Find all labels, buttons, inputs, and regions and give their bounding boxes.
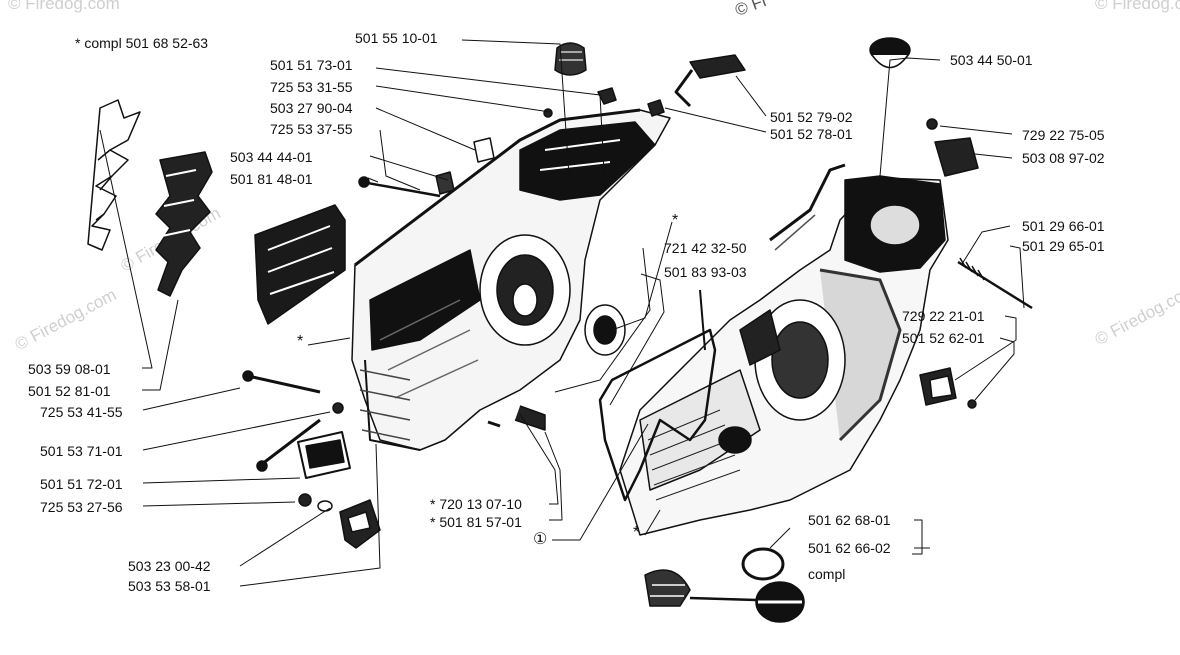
nut-small <box>543 87 665 118</box>
part-label: 501 52 81-01 <box>28 383 111 399</box>
part-label: 501 52 79-02 <box>770 109 853 125</box>
part-label: 501 29 66-01 <box>1022 218 1105 234</box>
assembly-note: * compl 501 68 52-63 <box>75 35 209 51</box>
mount-bracket <box>339 499 381 549</box>
chain-guard-plate-outline <box>87 99 141 251</box>
oil-cap <box>554 42 587 76</box>
part-label: 503 53 58-01 <box>128 578 211 594</box>
part-label: 503 44 50-01 <box>950 52 1033 68</box>
crankcase-right-half <box>619 175 949 536</box>
watermark: © Firedog.com <box>1095 0 1180 13</box>
switch-bracket <box>934 137 979 177</box>
part-label: 721 42 32-50 <box>664 240 747 256</box>
part-label: 501 51 73-01 <box>270 57 353 73</box>
part-label: 503 44 44-01 <box>230 149 313 165</box>
small-screw <box>926 118 938 130</box>
leader-lines <box>99 39 1025 587</box>
part-label: 503 23 00-42 <box>128 558 211 574</box>
plug-small <box>487 405 546 431</box>
crankcase-left-half <box>351 108 671 451</box>
seal-ring <box>741 547 785 581</box>
part-label: 501 83 93-03 <box>664 264 747 280</box>
asterisk-marker: * <box>672 212 679 229</box>
asterisk-marker: * <box>633 524 640 541</box>
part-label: 501 62 66-02 <box>808 540 891 556</box>
part-label: * 501 81 57-01 <box>430 514 522 530</box>
part-label: 501 52 62-01 <box>902 330 985 346</box>
part-label: 725 53 31-55 <box>270 79 353 95</box>
asterisk-marker: * <box>297 333 304 350</box>
part-label: 501 55 10-01 <box>355 30 438 46</box>
part-label: 501 53 71-01 <box>40 443 123 459</box>
filter-cover <box>644 569 805 623</box>
part-label: 501 51 72-01 <box>40 476 123 492</box>
part-label: 501 81 48-01 <box>230 171 313 187</box>
bolt-lower <box>242 370 344 472</box>
reference-marker: ① <box>533 531 548 548</box>
part-label: 501 52 78-01 <box>770 126 853 142</box>
watermark: © Firedog.com <box>8 0 120 13</box>
part-label: * 720 13 07-10 <box>430 496 522 512</box>
gasket <box>598 289 717 502</box>
part-label: compl <box>808 566 846 582</box>
part-label: 725 53 41-55 <box>40 404 123 420</box>
part-label: 501 29 65-01 <box>1022 238 1105 254</box>
buffer-block <box>297 431 351 479</box>
damper-block <box>919 367 977 409</box>
part-label: 501 62 68-01 <box>808 512 891 528</box>
part-label: 503 08 97-02 <box>1022 150 1105 166</box>
part-label: 725 53 27-56 <box>40 499 123 515</box>
part-label: 503 27 90-04 <box>270 100 353 116</box>
part-label: 729 22 21-01 <box>902 308 985 324</box>
bolt-long <box>358 176 441 198</box>
chain-guard-plate <box>155 151 213 297</box>
part-label: 725 53 37-55 <box>270 121 353 137</box>
clutch-drum <box>584 304 626 356</box>
throttle-rod <box>769 163 846 251</box>
screw-washer <box>298 493 333 512</box>
part-label: 729 22 75-05 <box>1022 127 1105 143</box>
intake-plate <box>254 204 346 325</box>
part-label: 503 59 08-01 <box>28 361 111 377</box>
choke-control <box>674 54 746 108</box>
